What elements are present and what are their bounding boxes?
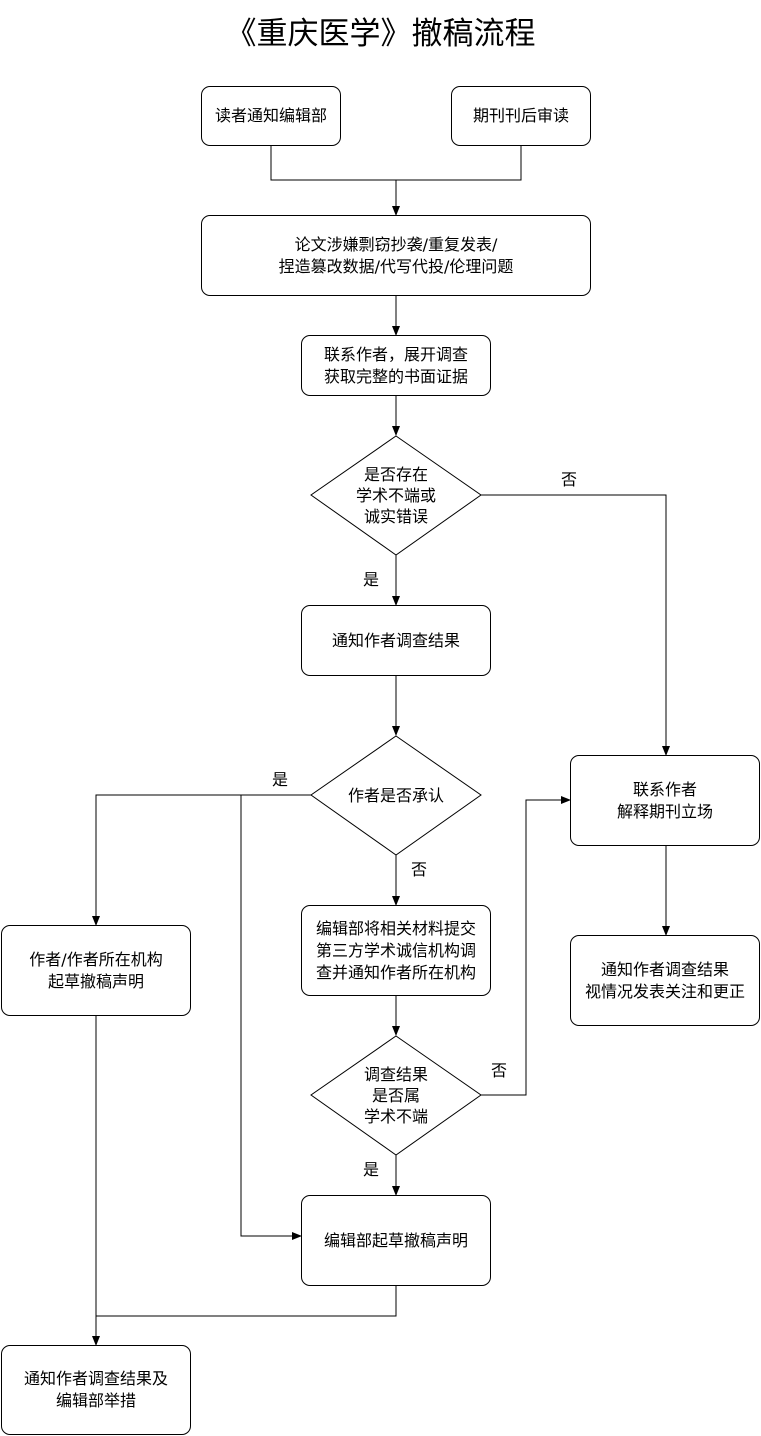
- edge-label-misconduct-yes: 是: [363, 570, 380, 589]
- node-editor-draft: 编辑部起草撤稿声明: [301, 1195, 491, 1286]
- node-line: 诚实错误: [363, 507, 428, 526]
- node-line: 读者通知编辑部: [214, 106, 327, 125]
- node-line: 编辑部起草撤稿声明: [323, 1230, 468, 1250]
- node-explain-position: 联系作者 解释期刊立场: [570, 755, 760, 846]
- node-line: 联系作者，展开调查: [323, 344, 468, 364]
- edge-editordraft-final: [96, 1286, 397, 1317]
- node-line: 编辑部将相关材料提交: [315, 918, 476, 938]
- node-line: 编辑部举措: [55, 1391, 136, 1410]
- node-line: 作者/作者所在机构: [29, 949, 163, 969]
- node-line: 通知作者调查结果: [331, 630, 460, 650]
- node-third-party: 编辑部将相关材料提交 第三方学术诚信机构调 查并通知作者所在机构: [301, 905, 491, 996]
- decision-author-admit: 作者是否承认: [311, 736, 481, 855]
- edge-check-no-explain: [481, 494, 670, 756]
- node-reader-notice: 读者通知编辑部: [201, 86, 341, 146]
- edge-admit-yes-authordraft: [92, 794, 311, 926]
- node-notify-result: 通知作者调查结果: [301, 605, 491, 676]
- edge-admit-yes-editordraft: [240, 795, 302, 1240]
- node-line: 联系作者: [632, 779, 697, 799]
- node-line: 捏造篡改数据/代写代投/伦理问题: [278, 256, 514, 276]
- node-author-draft: 作者/作者所在机构 起草撤稿声明: [1, 925, 191, 1016]
- node-line: 视情况发表关注和更正: [584, 981, 745, 1001]
- node-line: 论文涉嫌剽窃抄袭/重复发表/: [294, 234, 498, 254]
- edge-reader-merge: [270, 146, 396, 181]
- node-line: 是否存在: [363, 465, 428, 484]
- edge-label-result-yes: 是: [363, 1160, 380, 1179]
- node-post-review: 期刊刊后审读: [451, 86, 591, 146]
- node-line: 通知作者调查结果: [600, 959, 729, 979]
- edge-review-merge: [396, 146, 522, 181]
- node-contact-author: 联系作者，展开调查 获取完整的书面证据: [301, 335, 491, 396]
- node-line: 期刊刊后审读: [472, 106, 569, 125]
- decision-is-misconduct: 调查结果 是否属 学术不端: [311, 1036, 481, 1155]
- node-line: 获取完整的书面证据: [323, 366, 468, 386]
- edge-result-no-explain: [481, 796, 571, 1096]
- edge-label-admit-no: 否: [411, 860, 428, 879]
- node-line: 查并通知作者所在机构: [315, 962, 476, 982]
- node-line: 学术不端或: [355, 486, 436, 505]
- node-line: 第三方学术诚信机构调: [315, 940, 476, 960]
- node-line: 调查结果: [363, 1065, 428, 1084]
- node-line: 是否属: [371, 1086, 420, 1105]
- node-final-notice: 通知作者调查结果及 编辑部举措: [1, 1345, 191, 1435]
- edge-label-misconduct-no: 否: [561, 470, 578, 489]
- node-line: 起草撤稿声明: [47, 971, 144, 991]
- node-line: 通知作者调查结果及: [23, 1369, 168, 1388]
- page-title: 《重庆医学》撤稿流程: [225, 16, 536, 52]
- node-issue: 论文涉嫌剽窃抄袭/重复发表/ 捏造篡改数据/代写代投/伦理问题: [201, 215, 591, 296]
- node-line: 作者是否承认: [347, 786, 444, 805]
- node-line: 学术不端: [363, 1107, 428, 1126]
- edge-label-result-no: 否: [491, 1061, 508, 1080]
- edge-label-admit-yes: 是: [272, 770, 289, 789]
- decision-misconduct-check: 是否存在 学术不端或 诚实错误: [311, 436, 481, 555]
- node-publish-correction: 通知作者调查结果 视情况发表关注和更正: [570, 935, 760, 1026]
- node-line: 解释期刊立场: [616, 801, 713, 821]
